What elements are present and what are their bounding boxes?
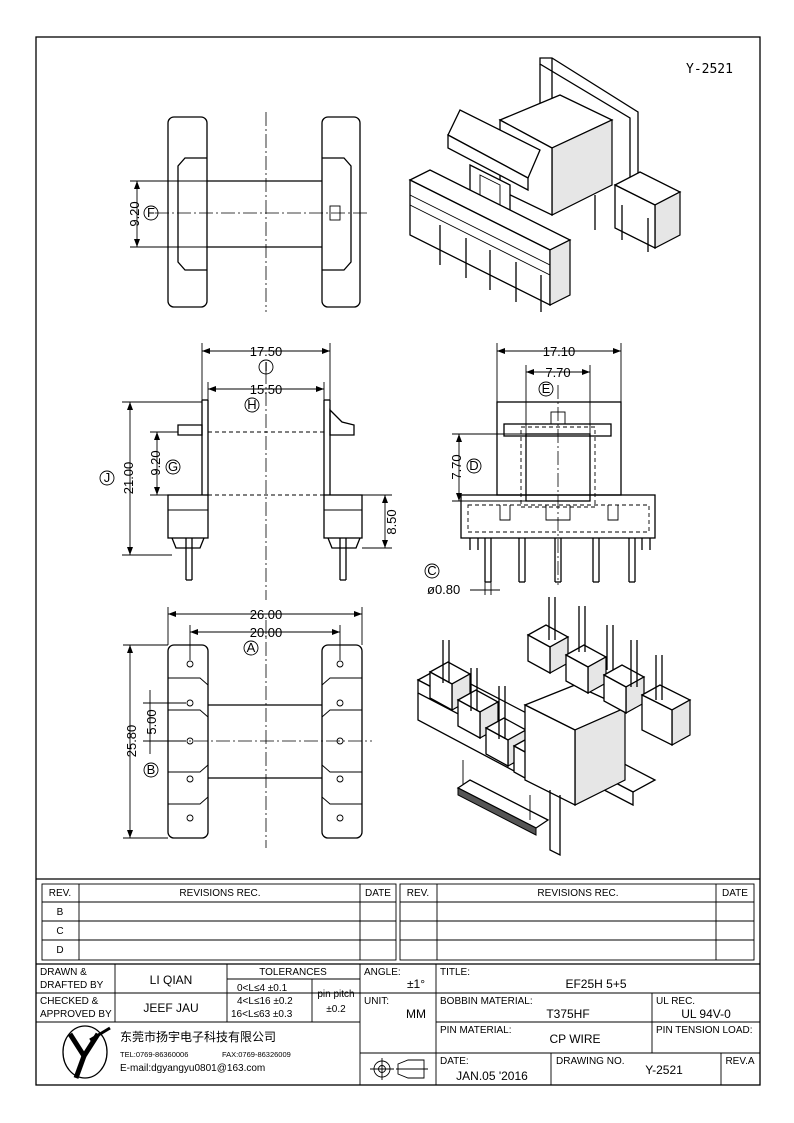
end-view <box>424 343 656 595</box>
title-block <box>36 963 760 1085</box>
dim-front-base-height: 8.50 <box>384 509 399 534</box>
dim-front-core-height: 9.20 <box>148 450 163 475</box>
ul-value: UL 94V-0 <box>681 1007 731 1021</box>
dim-end-width: 17.10 <box>543 344 576 359</box>
bottom-view <box>123 607 372 848</box>
label-j: J <box>104 470 111 485</box>
label-a: A <box>247 640 256 655</box>
pin-pitch-label: pin pitch <box>317 989 354 1000</box>
dim-pin-dia: ø0.80 <box>427 582 460 597</box>
tolerances-label: TOLERANCES <box>259 967 327 978</box>
label-g: G <box>168 459 178 474</box>
rev-value: REV.A <box>725 1056 754 1067</box>
pin-material-value: CP WIRE <box>549 1032 600 1046</box>
isometric-view-top <box>408 57 682 312</box>
company-email: E-mail:dgyangyu0801@163.com <box>120 1063 265 1074</box>
bobbin-material-label: BOBBIN MATERIAL: <box>440 996 533 1007</box>
title-label: TITLE: <box>440 967 470 978</box>
title-value: EF25H 5+5 <box>565 977 626 991</box>
drawn-label-1: DRAWN & <box>40 967 87 978</box>
rec-header-left: REVISIONS REC. <box>179 888 260 899</box>
rec-header-right: REVISIONS REC. <box>537 888 618 899</box>
dim-bottom-length: 25.80 <box>124 725 139 758</box>
company-name: 东莞市扬宇电子科技有限公司 <box>120 1029 276 1044</box>
side-view <box>130 112 370 312</box>
dim-front-total-height: 21.00 <box>121 462 136 495</box>
pin-pitch-tolerance: ±0.2 <box>326 1004 346 1015</box>
rev-row-b: B <box>57 907 64 918</box>
dim-side-height: 9.20 <box>127 201 142 226</box>
unit-value: MM <box>406 1007 426 1021</box>
ul-label: UL REC. <box>656 996 695 1007</box>
tolerance-2: 4<L≤16 ±0.2 <box>237 996 293 1007</box>
rev-header-right: REV. <box>407 888 429 899</box>
rev-row-d: D <box>56 945 63 956</box>
pin-material-label: PIN MATERIAL: <box>440 1025 512 1036</box>
date-label: DATE: <box>440 1056 469 1067</box>
label-e: E <box>542 381 551 396</box>
drawn-label-2: DRAFTED BY <box>40 980 104 991</box>
front-view <box>99 343 392 600</box>
dim-front-outer-width: 17.50 <box>250 344 283 359</box>
drawn-value: LI QIAN <box>150 973 193 987</box>
drawing-no-value: Y-2521 <box>645 1063 683 1077</box>
sheet-border <box>35 36 761 1086</box>
tolerance-3: 16<L≤63 ±0.3 <box>231 1009 293 1020</box>
label-d: D <box>469 458 478 473</box>
label-b: B <box>147 762 156 777</box>
dim-end-core-height: 7.70 <box>449 454 464 479</box>
label-i: I <box>264 359 268 374</box>
company-fax: FAX:0769-86326009 <box>222 1050 291 1059</box>
checked-label-1: CHECKED & <box>40 996 99 1007</box>
dim-bottom-width: 26.00 <box>250 607 283 622</box>
isometric-view-bottom <box>416 597 692 857</box>
date-value: JAN.05 '2016 <box>456 1069 528 1083</box>
label-f: F <box>147 205 155 220</box>
unit-label: UNIT: <box>364 996 389 1007</box>
dim-front-inner-width: 15.50 <box>250 382 283 397</box>
label-h: H <box>247 397 256 412</box>
rev-row-c: C <box>56 926 63 937</box>
pin-tension-label: PIN TENSION LOAD: <box>656 1025 753 1036</box>
revision-table <box>36 878 760 961</box>
checked-value: JEEF JAU <box>143 1001 198 1015</box>
company-tel: TEL:0769-86360006 <box>120 1050 188 1059</box>
rev-header-left: REV. <box>49 888 71 899</box>
drawing-code: Y-2521 <box>686 62 733 77</box>
checked-label-2: APPROVED BY <box>40 1009 112 1020</box>
date-header-left: DATE <box>365 888 391 899</box>
angle-label: ANGLE: <box>364 967 401 978</box>
date-header-right: DATE <box>722 888 748 899</box>
drawing-no-label: DRAWING NO. <box>556 1056 625 1067</box>
dim-pin-pitch: 5.00 <box>144 709 159 734</box>
company-logo <box>62 1025 111 1079</box>
angle-value: ±1° <box>407 977 425 991</box>
label-c: C <box>427 563 436 578</box>
tolerance-1: 0<L≤4 ±0.1 <box>237 983 288 994</box>
dim-end-core-width: 7.70 <box>545 365 570 380</box>
bobbin-material-value: T375HF <box>546 1007 589 1021</box>
dim-bottom-pin-span: 20.00 <box>250 625 283 640</box>
